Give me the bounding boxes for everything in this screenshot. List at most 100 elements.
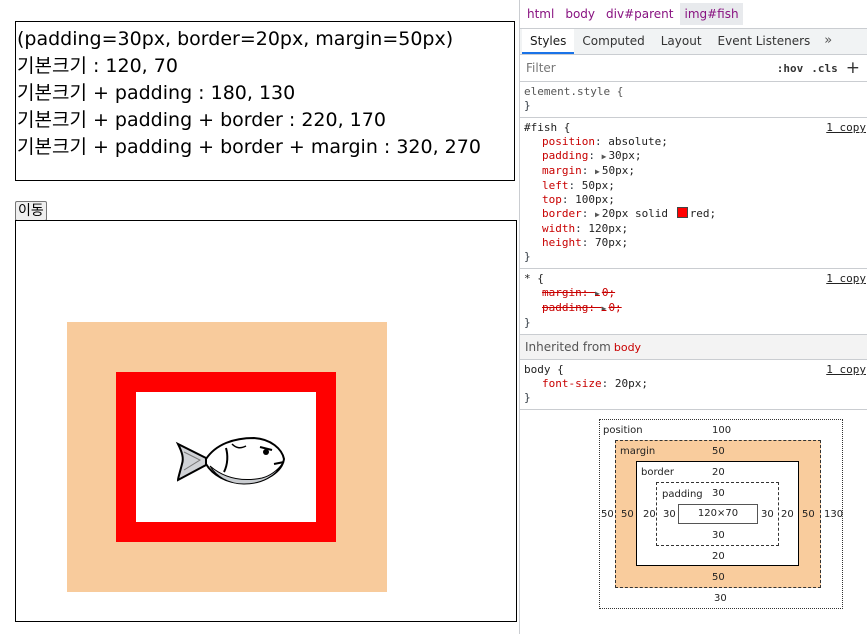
decl-left[interactable]: left: 50px; bbox=[542, 179, 615, 192]
breadcrumb: html body div#parent img#fish bbox=[520, 0, 867, 29]
decl-prop: margin bbox=[542, 286, 582, 299]
bm-padding-bottom[interactable]: 30 bbox=[712, 530, 725, 541]
rule-close-brace: } bbox=[524, 316, 531, 329]
decl-val: 100px; bbox=[575, 193, 615, 206]
decl-margin-overridden[interactable]: margin: ▶0; bbox=[542, 286, 616, 299]
bm-padding-right[interactable]: 30 bbox=[761, 509, 774, 520]
styles-filter-bar: Filter :hov .cls + bbox=[520, 55, 867, 82]
fish-icon bbox=[175, 436, 286, 485]
box-model-padding[interactable] bbox=[656, 482, 779, 546]
decl-val: 50px; bbox=[581, 179, 615, 192]
bm-position-left[interactable]: 50 bbox=[601, 509, 614, 520]
move-button[interactable]: 이동 bbox=[15, 201, 47, 221]
bm-position-right[interactable]: 130 bbox=[824, 509, 844, 520]
star-rule: * { 1 copy margin: ▶0; padding: ▶0; } bbox=[520, 269, 867, 335]
bm-margin-label: margin bbox=[620, 446, 656, 457]
decl-val: 20px; bbox=[614, 377, 648, 390]
element-style-selector: element.style { bbox=[524, 85, 624, 98]
info-line-margin: 기본크기 + padding + border + margin : 320, … bbox=[17, 136, 481, 158]
decl-val: 20px solid bbox=[601, 207, 669, 220]
tab-layout[interactable]: Layout bbox=[660, 34, 702, 48]
decl-prop: border bbox=[542, 207, 582, 220]
decl-border[interactable]: border: ▶20px solid red; bbox=[542, 207, 717, 220]
decl-val: 0; bbox=[601, 286, 616, 299]
bm-position-bottom[interactable]: 30 bbox=[714, 593, 727, 604]
bm-padding-top[interactable]: 30 bbox=[712, 488, 725, 499]
color-swatch-icon[interactable] bbox=[676, 207, 688, 218]
decl-prop: width bbox=[542, 222, 576, 235]
box-model-position bbox=[599, 419, 843, 609]
new-rule-plus-icon[interactable]: + bbox=[845, 58, 860, 78]
parent-container bbox=[15, 220, 517, 622]
decl-width[interactable]: width: 120px; bbox=[542, 222, 629, 235]
bm-padding-left[interactable]: 30 bbox=[663, 509, 676, 520]
rule-close-brace: } bbox=[524, 391, 531, 404]
decl-prop: top bbox=[542, 193, 562, 206]
expand-triangle-icon[interactable]: ▶ bbox=[595, 167, 600, 176]
inherited-label: Inherited from bbox=[525, 340, 611, 354]
decl-prop: position bbox=[542, 135, 595, 148]
fish-selector: #fish { bbox=[524, 121, 571, 134]
expand-triangle-icon[interactable]: ▶ bbox=[601, 152, 607, 161]
expand-triangle-icon[interactable]: ▶ bbox=[595, 210, 600, 219]
decl-val: 0; bbox=[608, 301, 622, 314]
decl-prop: font-size bbox=[542, 377, 602, 390]
bm-padding-label: padding bbox=[662, 489, 703, 500]
decl-prop: padding bbox=[542, 301, 589, 314]
crumb-body[interactable]: body bbox=[565, 7, 596, 21]
devtools-tabs: Styles Computed Layout Event Listeners » bbox=[520, 29, 867, 55]
star-rule-source-link[interactable]: 1 copy bbox=[826, 272, 866, 285]
bm-border-right[interactable]: 20 bbox=[781, 509, 794, 520]
more-tabs-icon[interactable]: » bbox=[824, 33, 833, 48]
decl-padding-overridden[interactable]: padding: ▶0; bbox=[542, 301, 622, 314]
box-model-border[interactable] bbox=[636, 461, 799, 566]
star-selector: * { bbox=[524, 272, 544, 285]
fish-rule: #fish { 1 copy position: absolute; paddi… bbox=[520, 118, 867, 269]
tab-computed[interactable]: Computed bbox=[582, 34, 645, 48]
inherited-from-link[interactable]: body bbox=[613, 341, 642, 354]
decl-val: 30px; bbox=[608, 149, 642, 162]
decl-padding[interactable]: padding: ▶30px; bbox=[542, 149, 642, 162]
decl-val-color: red; bbox=[689, 207, 717, 220]
info-line-border: 기본크기 + padding + border : 220, 170 bbox=[17, 109, 386, 131]
bm-margin-top[interactable]: 50 bbox=[712, 446, 725, 457]
tab-event-listeners[interactable]: Event Listeners bbox=[717, 34, 811, 48]
bm-margin-left[interactable]: 50 bbox=[621, 509, 634, 520]
crumb-div-parent[interactable]: div#parent bbox=[606, 7, 674, 21]
hov-toggle-button[interactable]: :hov bbox=[776, 61, 804, 75]
decl-top[interactable]: top: 100px; bbox=[542, 193, 615, 206]
decl-prop: padding bbox=[542, 149, 589, 162]
bm-border-label: border bbox=[641, 467, 675, 478]
decl-font-size[interactable]: font-size: 20px; bbox=[542, 377, 648, 390]
filter-input[interactable]: Filter bbox=[526, 61, 556, 75]
decl-height[interactable]: height: 70px; bbox=[542, 236, 629, 249]
info-line-padding: 기본크기 + padding : 180, 130 bbox=[17, 82, 296, 104]
body-rule-source-link[interactable]: 1 copy bbox=[826, 363, 866, 376]
bm-margin-bottom[interactable]: 50 bbox=[712, 572, 725, 583]
decl-position[interactable]: position: absolute; bbox=[542, 135, 668, 148]
bm-position-top[interactable]: 100 bbox=[712, 425, 732, 436]
decl-prop: margin bbox=[542, 164, 582, 177]
crumb-img-fish[interactable]: img#fish bbox=[680, 3, 743, 25]
info-line-base: 기본크기 : 120, 70 bbox=[17, 55, 178, 77]
bm-border-top[interactable]: 20 bbox=[712, 467, 725, 478]
element-style-rule: element.style { } bbox=[520, 82, 867, 118]
bm-margin-right[interactable]: 50 bbox=[802, 509, 815, 520]
body-rule: body { 1 copy font-size: 20px; } bbox=[520, 360, 867, 410]
box-model-content[interactable]: 120×70 bbox=[678, 504, 758, 524]
fish-rule-source-link[interactable]: 1 copy bbox=[826, 121, 866, 134]
fish-image[interactable] bbox=[116, 372, 336, 542]
rule-close-brace: } bbox=[524, 250, 531, 263]
tab-styles[interactable]: Styles bbox=[522, 29, 575, 54]
decl-margin[interactable]: margin: ▶50px; bbox=[542, 164, 635, 177]
bm-border-left[interactable]: 20 bbox=[643, 509, 656, 520]
bm-border-bottom[interactable]: 20 bbox=[712, 551, 725, 562]
crumb-html[interactable]: html bbox=[527, 7, 555, 21]
cls-toggle-button[interactable]: .cls bbox=[811, 61, 838, 75]
expand-triangle-icon[interactable]: ▶ bbox=[595, 289, 600, 298]
bm-position-label: position bbox=[603, 425, 643, 436]
decl-prop: left bbox=[542, 179, 569, 192]
expand-triangle-icon[interactable]: ▶ bbox=[601, 304, 607, 313]
decl-prop: height bbox=[542, 236, 582, 249]
